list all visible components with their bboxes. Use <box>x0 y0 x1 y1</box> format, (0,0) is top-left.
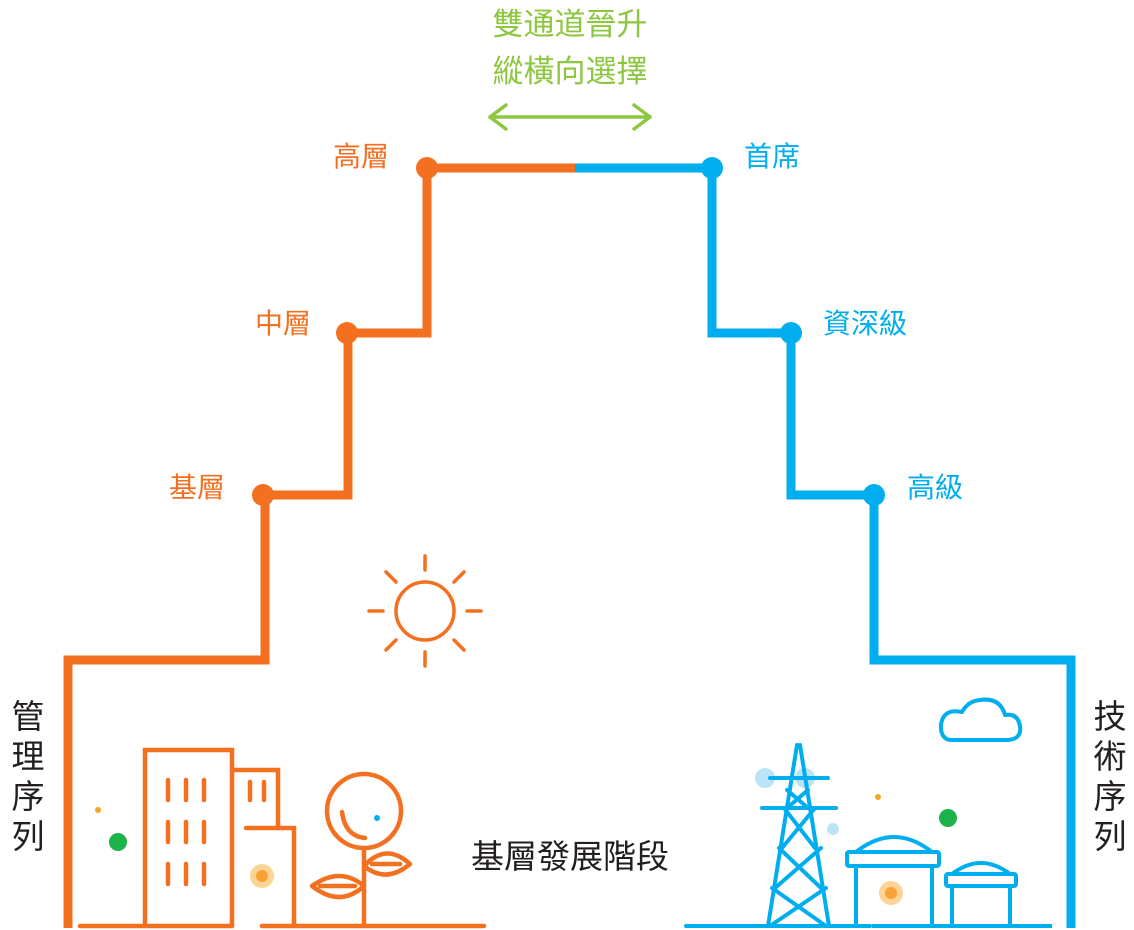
side-char: 列 <box>12 817 45 856</box>
storage-tanks-icon <box>845 835 1052 928</box>
technical-track-line <box>575 163 1076 928</box>
decor-dot <box>939 809 957 827</box>
sprout-plant-icon <box>309 771 413 929</box>
side-char: 技 <box>1094 697 1127 736</box>
decor-dot <box>875 794 881 800</box>
level-dot-technical-advanced <box>863 484 885 506</box>
decor-dot <box>109 833 127 851</box>
level-label-technical-chief: 首席 <box>744 140 800 173</box>
level-dot-technical-senior <box>780 322 802 344</box>
side-char: 術 <box>1094 737 1127 776</box>
double-arrow-icon <box>488 103 652 131</box>
level-dot-technical-chief <box>701 157 723 179</box>
level-label-management-basic: 基層 <box>169 471 225 504</box>
header-line-2: 縱橫向選擇 <box>493 54 648 90</box>
base-stage-label: 基層發展階段 <box>471 837 669 876</box>
side-char: 序 <box>1094 777 1127 816</box>
power-tower-icon <box>684 743 872 928</box>
decor-dot <box>95 807 101 813</box>
glow-dot <box>256 870 268 882</box>
level-label-management-middle: 中層 <box>255 307 311 340</box>
plant-accent-dot <box>374 815 380 821</box>
level-label-management-senior: 高層 <box>333 140 389 173</box>
management-side-label: 管 理 序 列 <box>12 697 45 856</box>
level-label-technical-advanced: 高級 <box>907 471 963 504</box>
side-char: 管 <box>12 697 45 736</box>
level-dot-management-basic <box>252 484 274 506</box>
glow-dot <box>885 887 897 899</box>
level-dot-management-senior <box>416 157 438 179</box>
sun-icon <box>367 554 483 668</box>
level-dot-management-middle <box>336 322 358 344</box>
management-track-line <box>63 163 575 928</box>
office-buildings-icon <box>77 747 487 929</box>
side-char: 列 <box>1094 817 1127 856</box>
cloud-icon <box>938 697 1023 742</box>
level-label-technical-senior: 資深級 <box>823 307 907 340</box>
technical-side-label: 技 術 序 列 <box>1094 697 1127 856</box>
side-char: 理 <box>12 737 45 776</box>
side-char: 序 <box>12 777 45 816</box>
header-line-1: 雙通道晉升 <box>493 7 648 43</box>
